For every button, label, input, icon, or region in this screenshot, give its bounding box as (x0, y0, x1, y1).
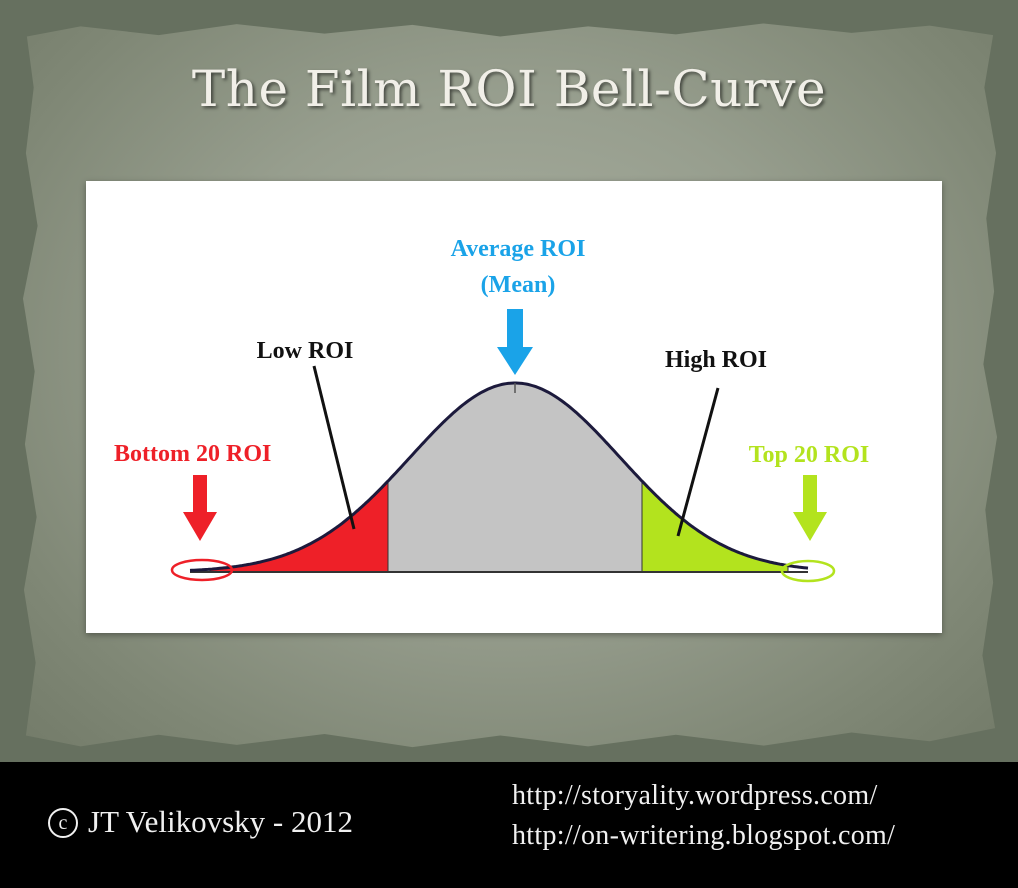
storyality-url-link[interactable]: http://storyality.wordpress.com/ (512, 780, 878, 811)
bottom-20-roi-label: Bottom 20 ROI (114, 441, 271, 467)
high-roi-region (641, 479, 789, 573)
copyright-notice: c JT Velikovsky - 2012 (48, 804, 353, 840)
low-roi-region (209, 479, 389, 573)
average-roi-label: Average ROI (451, 236, 586, 262)
bottom-arrow-icon (183, 475, 217, 541)
average-roi-region (387, 382, 643, 573)
mean-label: (Mean) (481, 272, 556, 298)
bell-curve-diagram: Average ROI (Mean) Low ROI High ROI Bott… (86, 181, 942, 633)
bell-curve-line (189, 381, 809, 572)
top-arrow-icon (793, 475, 827, 541)
bottom-tail-ellipse (170, 558, 234, 582)
average-arrow-icon (497, 309, 533, 375)
footer-bar: c JT Velikovsky - 2012 http://storyality.… (0, 762, 1018, 888)
slide-background: The Film ROI Bell-Curve Average RO (22, 23, 998, 748)
top-tail-ellipse (780, 559, 836, 583)
low-roi-label: Low ROI (257, 338, 354, 364)
copyright-icon: c (48, 808, 78, 838)
low-roi-pointer (312, 365, 356, 530)
bell-curve-svg: Average ROI (Mean) Low ROI High ROI Bott… (114, 236, 870, 583)
copyright-text: JT Velikovsky - 2012 (88, 804, 353, 839)
top-20-roi-label: Top 20 ROI (749, 442, 870, 468)
high-roi-pointer (676, 387, 720, 537)
high-roi-label: High ROI (665, 347, 767, 373)
slide-title: The Film ROI Bell-Curve (191, 60, 827, 118)
on-writering-url-link[interactable]: http://on-writering.blogspot.com/ (512, 820, 896, 851)
